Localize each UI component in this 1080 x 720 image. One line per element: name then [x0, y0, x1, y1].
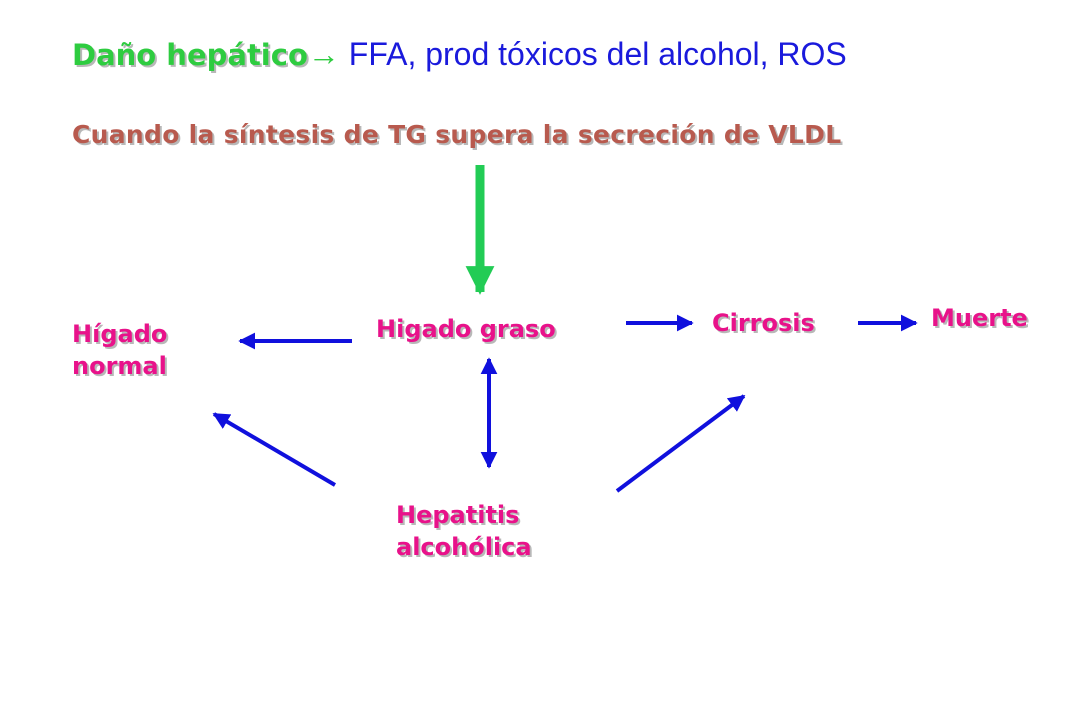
- node-normal-line-1: Hígado: [72, 320, 168, 348]
- title-highlight: Daño hepático: [72, 38, 308, 72]
- node-muerte: Muerte: [931, 304, 1028, 332]
- subtitle: Cuando la síntesis de TG supera la secre…: [72, 120, 842, 149]
- node-higado-graso: Higado graso: [376, 315, 556, 343]
- title-text: FFA, prod tóxicos del alcohol, ROS: [339, 36, 847, 72]
- arrow-hepatitis-to-normal: [212, 412, 337, 487]
- right-arrow-icon: →: [307, 36, 340, 72]
- node-hepatitis-alcoholica: Hepatitis alcohólica: [396, 499, 532, 563]
- node-hepatitis-line-1: Hepatitis: [396, 501, 520, 529]
- node-cirrosis: Cirrosis: [712, 309, 815, 337]
- node-normal-line-2: normal: [72, 352, 167, 380]
- node-higado-normal: Hígado normal: [72, 318, 167, 382]
- slide-title: Daño hepático→ FFA, prod tóxicos del alc…: [72, 34, 847, 75]
- node-hepatitis-line-2: alcohólica: [396, 533, 532, 561]
- arrow-hepatitis-to-cirrosis: [615, 394, 746, 493]
